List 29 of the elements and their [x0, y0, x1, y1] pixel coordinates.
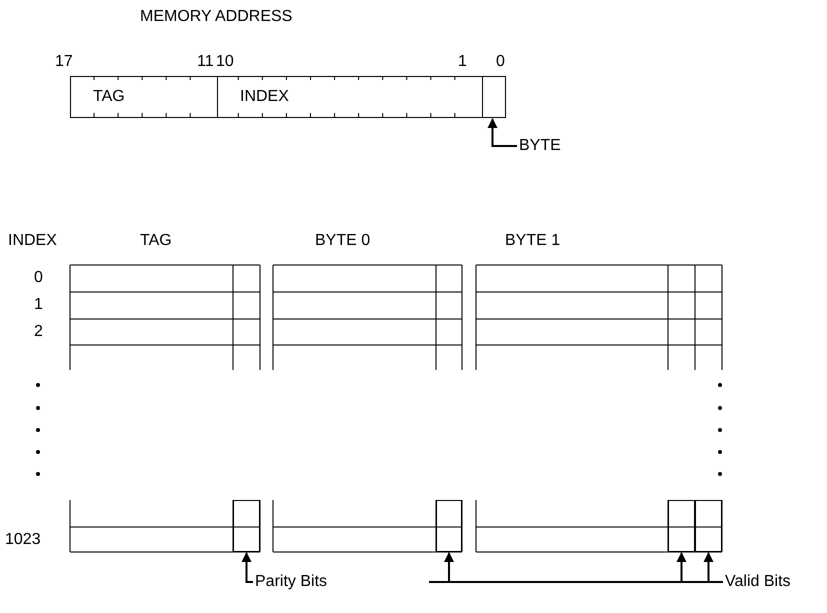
row-index: 1023 [5, 531, 41, 549]
byte-bit-field [482, 76, 506, 118]
bit-column [436, 500, 462, 552]
parity-bits-label: Parity Bits [255, 573, 328, 591]
valid-bit-column [695, 500, 722, 552]
diagram-title: MEMORY ADDRESS [140, 8, 292, 26]
column-header: TAG [140, 232, 172, 250]
row-index: 2 [34, 323, 43, 341]
column-header: BYTE 0 [315, 232, 370, 250]
parity-bit-column [233, 500, 260, 552]
row-index: 1 [34, 296, 43, 314]
column-header: INDEX [8, 232, 57, 250]
field-name: TAG [93, 88, 125, 105]
leader-arrow [242, 552, 253, 583]
index-field [217, 76, 483, 118]
byte-label: BYTE [519, 137, 561, 155]
valid-bit-column [668, 500, 695, 552]
bit-number: 10 [216, 53, 234, 71]
leader-arrow [488, 118, 517, 147]
bit-number: 11 [197, 53, 214, 71]
row-index: 0 [34, 269, 43, 287]
tag-field [70, 76, 218, 118]
leader-arrow [704, 552, 723, 583]
bit-number: 17 [55, 53, 73, 71]
column-header: BYTE 1 [505, 232, 560, 250]
field-name: INDEX [240, 88, 289, 105]
bit-number: 0 [496, 53, 505, 71]
bit-number: 1 [458, 53, 467, 71]
valid-bits-label: Valid Bits [725, 573, 791, 591]
